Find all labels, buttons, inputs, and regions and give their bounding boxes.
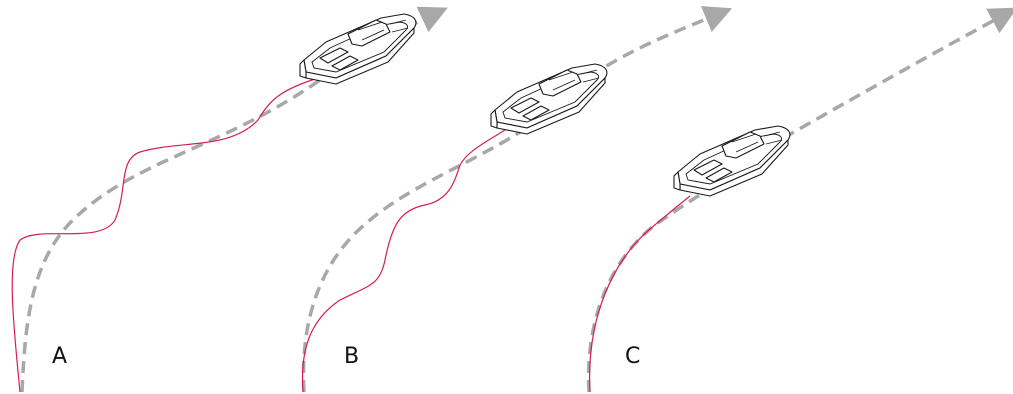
intended-course-line-b: [301, 6, 733, 393]
panel-a: A: [11, 6, 448, 393]
boat-icon-a: [299, 13, 417, 85]
panel-c: C: [586, 7, 1013, 393]
panel-label-b: B: [344, 344, 359, 369]
intended-course-line-a: [20, 6, 448, 393]
boat-icon-c: [673, 125, 791, 197]
actual-track-line-c: [588, 195, 691, 393]
intended-course-line-c: [586, 7, 1013, 393]
panel-b: B: [301, 6, 733, 393]
panel-label-a: A: [52, 344, 67, 369]
boat-icon-b: [490, 63, 608, 135]
actual-track-line-b: [301, 127, 509, 393]
actual-track-line-a: [11, 77, 319, 393]
panel-label-c: C: [625, 344, 640, 369]
